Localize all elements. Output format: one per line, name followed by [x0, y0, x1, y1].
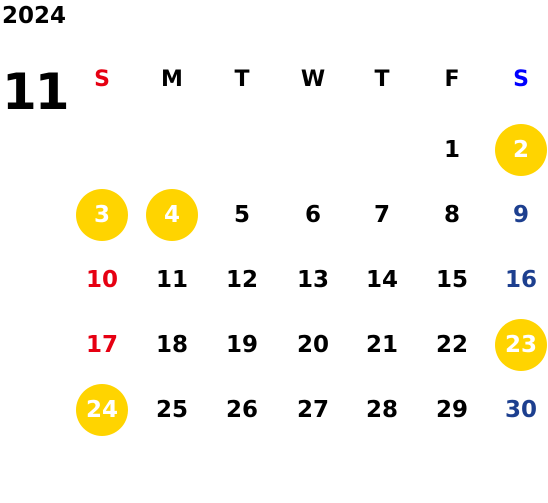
- weekday-header-thu: T: [374, 67, 390, 92]
- day-cell-highlighted[interactable]: 24: [76, 384, 128, 436]
- day-cell-highlighted[interactable]: 3: [76, 189, 128, 241]
- year-label: 2024: [2, 3, 67, 29]
- weekday-header-wed: W: [300, 67, 326, 92]
- month-number: 11: [2, 63, 70, 121]
- day-cell-highlighted[interactable]: 4: [146, 189, 198, 241]
- day-cell[interactable]: 19: [225, 332, 258, 358]
- day-cell[interactable]: 17: [85, 332, 118, 358]
- day-cell[interactable]: 21: [365, 332, 398, 358]
- day-cell[interactable]: 30: [504, 397, 537, 423]
- day-cell[interactable]: 12: [225, 267, 258, 293]
- day-cell[interactable]: 22: [435, 332, 468, 358]
- day-cell[interactable]: 6: [304, 202, 321, 228]
- day-cell[interactable]: 26: [225, 397, 258, 423]
- day-cell[interactable]: 14: [365, 267, 398, 293]
- day-cell[interactable]: 13: [296, 267, 329, 293]
- day-cell[interactable]: 1: [443, 137, 460, 163]
- weekday-header-sat: S: [513, 67, 529, 92]
- day-cell[interactable]: 29: [435, 397, 468, 423]
- weekday-header-fri: F: [444, 67, 460, 92]
- day-cell[interactable]: 18: [155, 332, 188, 358]
- day-cell[interactable]: 10: [85, 267, 118, 293]
- day-cell[interactable]: 25: [155, 397, 188, 423]
- day-cell[interactable]: 27: [296, 397, 329, 423]
- day-cell[interactable]: 5: [233, 202, 250, 228]
- day-cell-highlighted[interactable]: 23: [495, 319, 547, 371]
- day-cell[interactable]: 7: [373, 202, 390, 228]
- weekday-header-sun: S: [94, 67, 110, 92]
- weekday-header-tue: T: [234, 67, 250, 92]
- day-cell[interactable]: 9: [512, 202, 529, 228]
- day-cell[interactable]: 20: [296, 332, 329, 358]
- day-cell[interactable]: 11: [155, 267, 188, 293]
- day-cell[interactable]: 28: [365, 397, 398, 423]
- day-cell-highlighted[interactable]: 2: [495, 124, 547, 176]
- day-cell[interactable]: 15: [435, 267, 468, 293]
- day-cell[interactable]: 8: [443, 202, 460, 228]
- day-cell[interactable]: 16: [504, 267, 537, 293]
- weekday-header-mon: M: [161, 67, 183, 92]
